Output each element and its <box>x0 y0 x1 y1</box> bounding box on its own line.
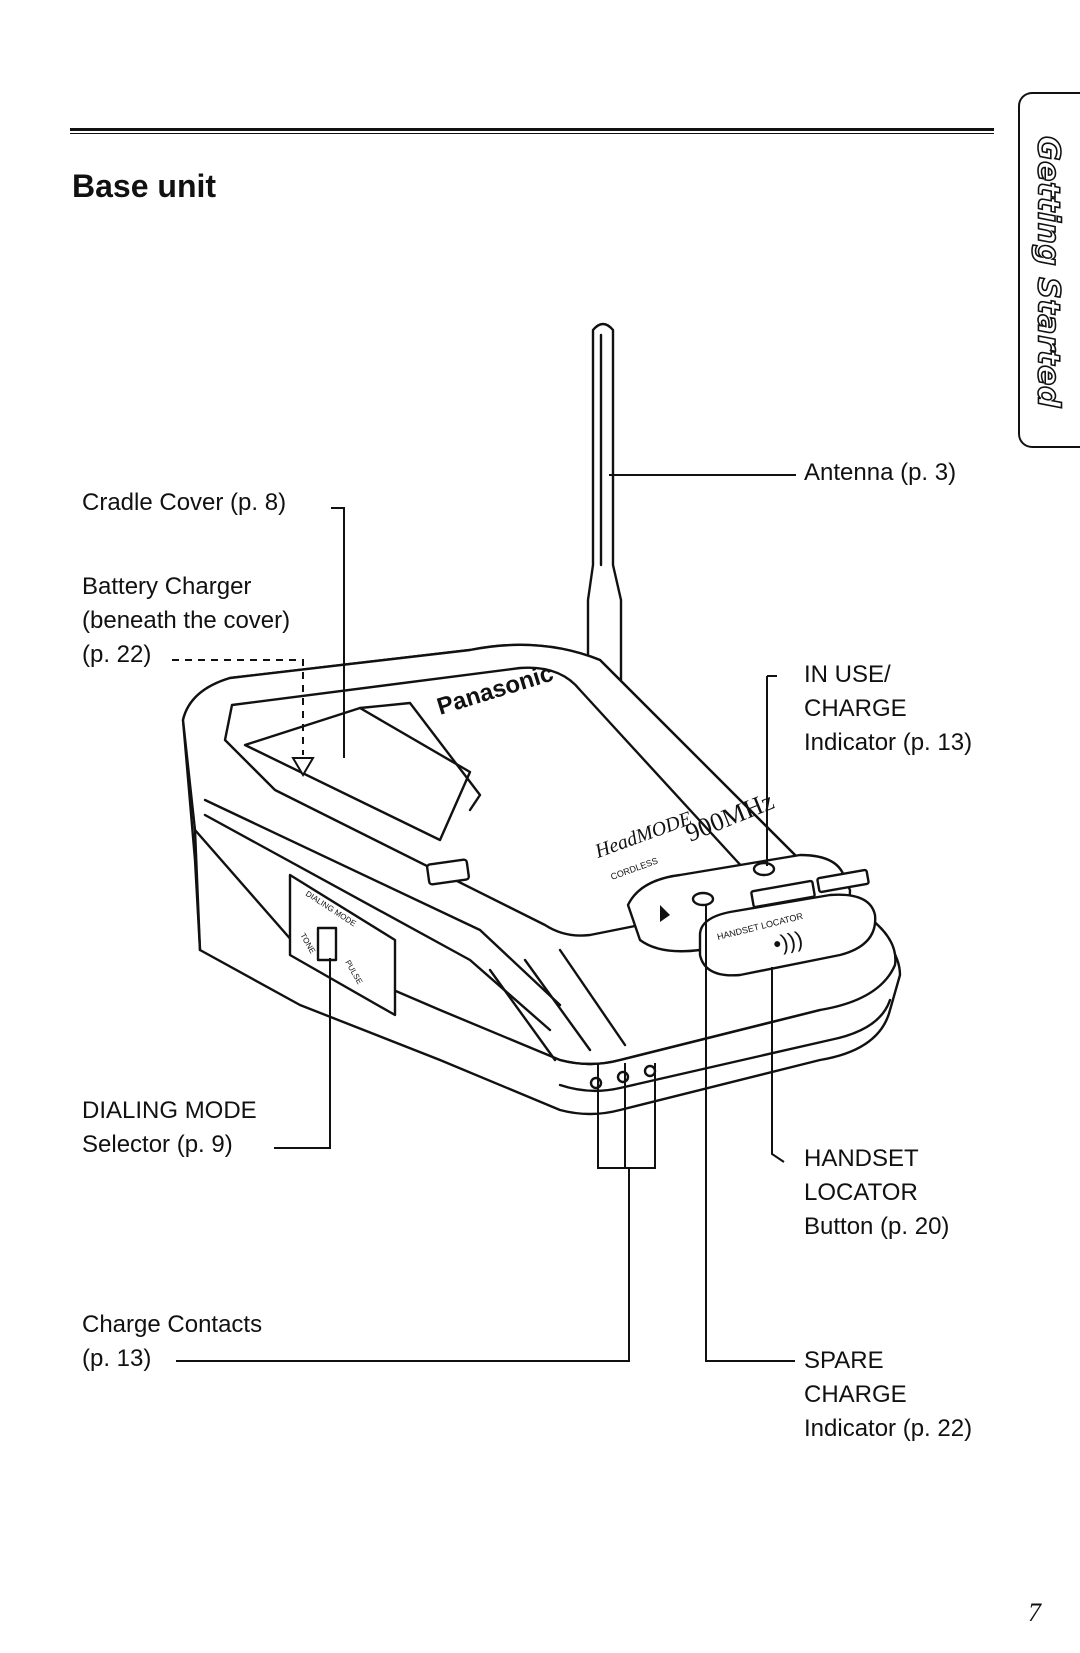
antenna-label: Antenna (p. 3) <box>804 459 957 486</box>
charge-contacts-label: Charge Contacts (p. 13) <box>82 1311 263 1372</box>
signal-icon: •))) <box>771 926 805 957</box>
top-rule <box>70 128 994 134</box>
dialing-mode-panel <box>288 873 397 1017</box>
antenna-drawing <box>586 322 623 682</box>
arrow-icon <box>660 905 670 922</box>
spare-charge-label: SPARE CHARGE Indicator (p. 22) <box>804 1347 973 1442</box>
handset-locator-button-drawing <box>698 893 877 977</box>
in-use-charge-led <box>752 861 776 877</box>
section-tab: Getting Started <box>1018 92 1080 448</box>
spare-charge-led <box>691 891 715 907</box>
page-number: 7 <box>1028 1598 1041 1627</box>
handset-locator-label: HANDSET LOCATOR Button (p. 20) <box>804 1145 950 1240</box>
dialing-mode-label: DIALING MODE Selector (p. 9) <box>82 1097 257 1158</box>
arrow-icon <box>291 757 315 777</box>
cradle-cover-label: Cradle Cover (p. 8) <box>82 489 287 516</box>
battery-charger-label: Battery Charger (beneath the cover) (p. … <box>82 573 291 668</box>
in-use-charge-label: IN USE/ CHARGE Indicator (p. 13) <box>804 661 973 756</box>
page-title: Base unit <box>72 168 217 204</box>
